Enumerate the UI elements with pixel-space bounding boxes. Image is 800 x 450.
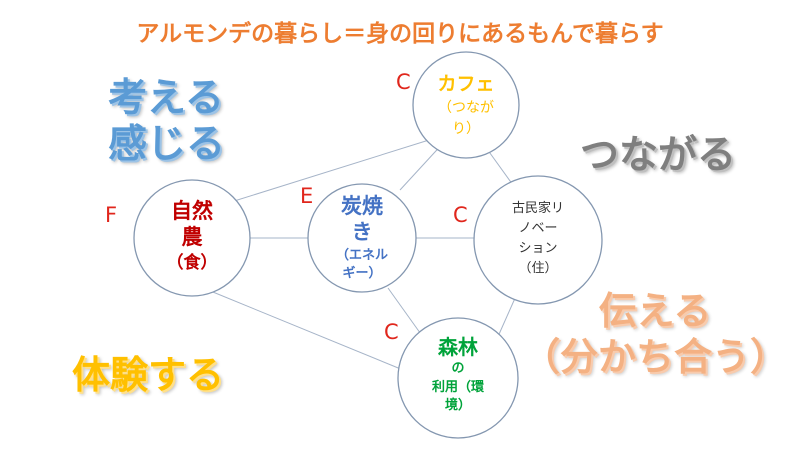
feel-line: 感じる — [108, 122, 226, 167]
node-charcoal-circle — [307, 183, 417, 293]
house-line-1: 古民家リ — [511, 201, 564, 216]
convey-line: 伝える — [598, 289, 712, 333]
node-house-circle — [473, 175, 603, 305]
think-line: 考える — [108, 76, 224, 121]
charcoal-line-3: （エネル — [335, 248, 388, 263]
forest-line-4: 境） — [444, 398, 471, 413]
node-forest-label: 森林 の 利用（環 境） — [398, 334, 518, 415]
text-convey-share: 伝える （分かち合う） — [520, 288, 790, 380]
text-connect: つながる — [580, 133, 737, 178]
node-house-label: 古民家リ ノベー ション （住） — [478, 199, 598, 279]
letter-c-house: C — [453, 203, 468, 227]
text-think-feel: 考える 感じる — [108, 76, 225, 168]
node-farm-circle — [133, 179, 251, 297]
farm-line-2: 農 — [181, 225, 203, 249]
node-charcoal-label: 炭焼 き （エネル ギー） — [312, 193, 412, 282]
node-forest-circle — [397, 317, 519, 439]
forest-line-2: の — [451, 361, 465, 376]
letter-c-cafe: C — [396, 70, 411, 94]
charcoal-line-1: 炭焼 — [341, 194, 383, 218]
forest-line-1: 森林 — [438, 335, 478, 359]
edge-farm-forest — [207, 289, 409, 373]
letter-e: E — [300, 184, 314, 208]
letter-c-forest: C — [384, 320, 399, 344]
cafe-line-2: （つなが — [438, 100, 494, 116]
farm-line-3: （食） — [166, 253, 218, 273]
letter-f: F — [105, 203, 118, 227]
slide-title: アルモンデの暮らし＝身の回りにあるもんで暮らす — [136, 21, 664, 47]
charcoal-line-2: き — [351, 220, 373, 244]
share-line: （分かち合う） — [521, 335, 788, 379]
house-line-3: ション — [518, 241, 558, 256]
edge-farm-cafe — [214, 134, 446, 208]
house-line-4: （住） — [518, 261, 558, 276]
house-line-2: ノベー — [518, 221, 558, 236]
node-cafe-circle — [412, 51, 520, 159]
farm-line-1: 自然 — [171, 199, 213, 223]
text-experience: 体験する — [72, 353, 225, 397]
forest-line-3: 利用（環 — [431, 380, 484, 395]
cafe-line-3: り） — [452, 121, 480, 137]
cafe-line-1: カフェ — [437, 73, 495, 95]
node-cafe-label: カフェ （つなが り） — [416, 70, 516, 139]
node-farm-label: 自然 農 （食） — [142, 198, 242, 275]
charcoal-line-4: ギー） — [342, 266, 382, 281]
